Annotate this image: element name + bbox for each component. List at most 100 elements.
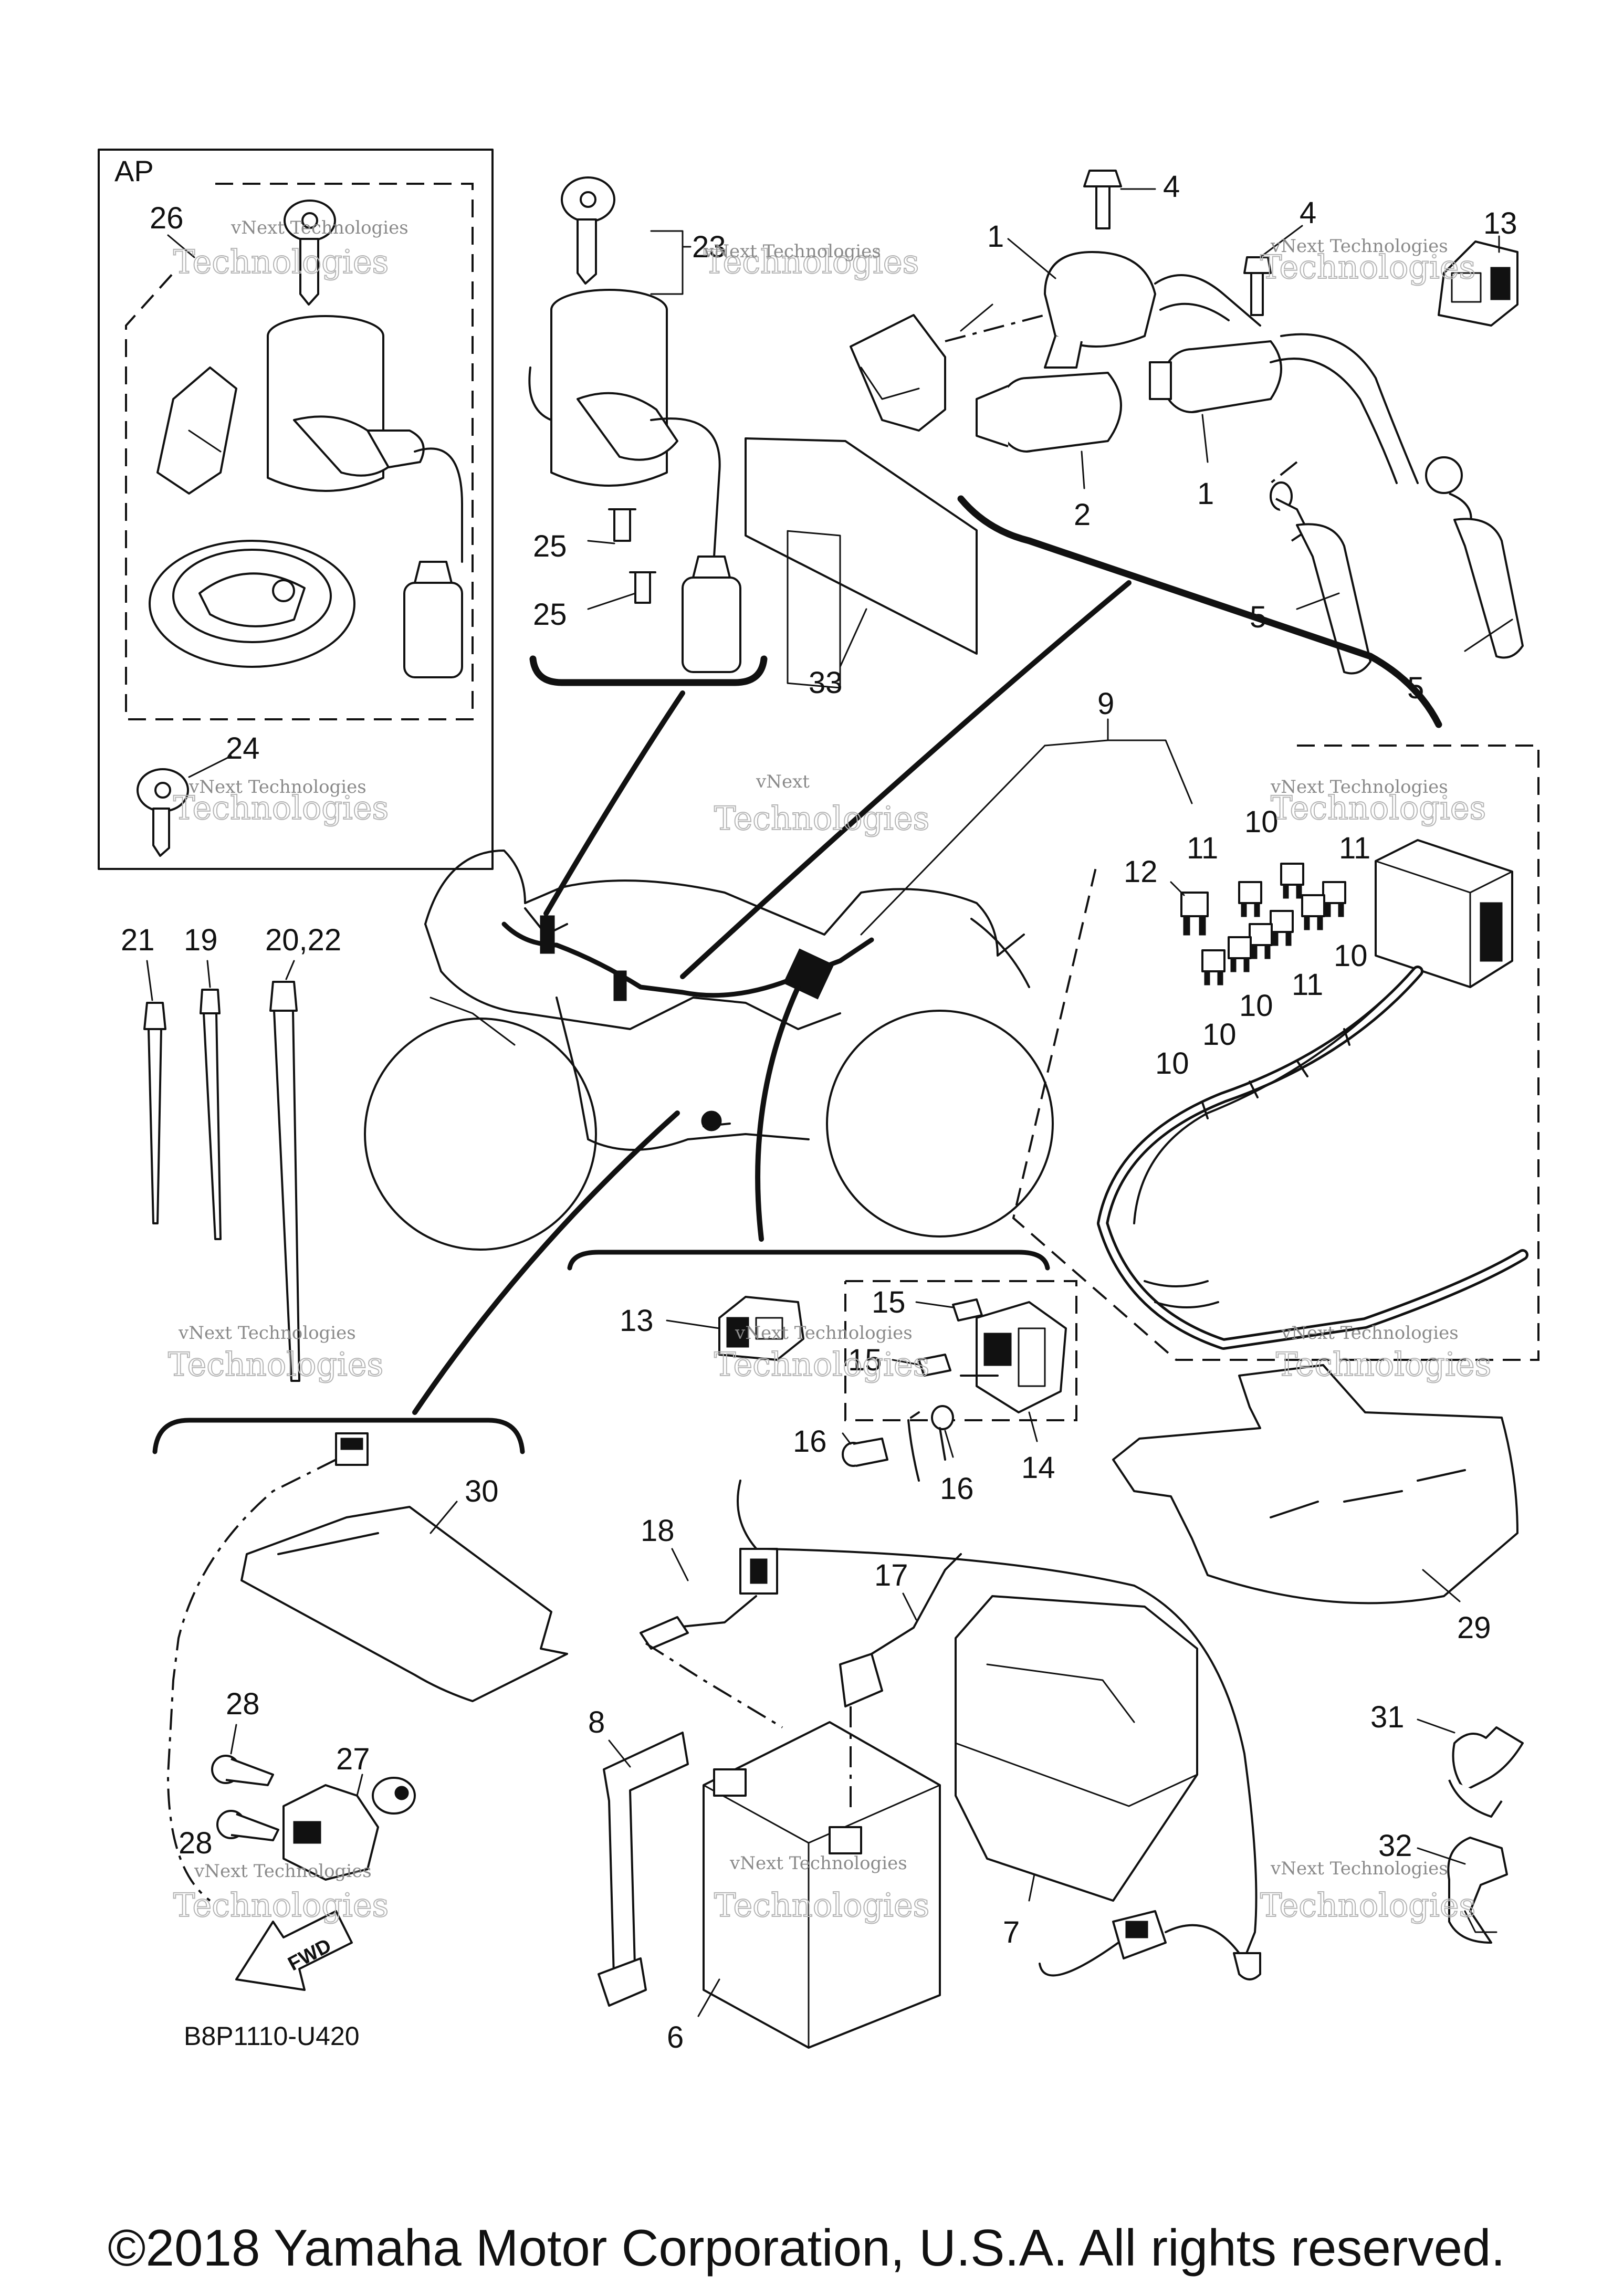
callout-7: 7	[1003, 1915, 1020, 1949]
ignition-coil-2	[850, 314, 1122, 453]
screw-part-28-b	[216, 1810, 279, 1841]
battery-lead-18	[640, 1480, 783, 1728]
callout-10-c: 10	[1239, 989, 1273, 1023]
watermark: vNext Technologies	[194, 1861, 372, 1882]
copyright-notice: ©2018 Yamaha Motor Corporation, U.S.A. A…	[108, 2219, 1505, 2277]
fuse-11-c	[1270, 910, 1294, 946]
starter-relay-group: 13 15 15 14 16 16	[567, 1250, 1077, 1506]
bolt-part-16-a	[842, 1438, 888, 1467]
watermark: vNext Technologies	[735, 1323, 913, 1344]
battery-band-8	[598, 1732, 689, 2007]
watermark: vNext Technologies	[1270, 1858, 1448, 1879]
motorcycle-silhouette	[364, 850, 1054, 1251]
watermark: vNext Technologies	[729, 1853, 907, 1874]
watermark-big: Technologies	[704, 243, 919, 281]
callout-9: 9	[1097, 687, 1114, 721]
watermark-big: Technologies	[173, 789, 389, 827]
callout-24: 24	[226, 731, 260, 766]
watermark-big: Technologies	[1260, 248, 1475, 286]
main-switch-assembly-ap	[267, 315, 463, 678]
watermark-big: Technologies	[173, 1886, 389, 1924]
callout-33: 33	[809, 666, 843, 700]
watermark-big: Technologies	[714, 1345, 929, 1383]
battery-group: 6 8 7 18	[588, 1480, 1261, 2054]
screw-part-28-a	[211, 1755, 274, 1786]
callout-21: 21	[121, 923, 155, 957]
callout-11-b: 11	[1339, 831, 1370, 865]
fuse-15-b	[918, 1354, 951, 1377]
main-switch-lock	[528, 289, 741, 673]
plate-29	[1112, 1364, 1518, 1605]
callout-4-b: 4	[1300, 196, 1316, 230]
ignition-coil-1-top	[1044, 251, 1261, 369]
callout-28-a: 28	[226, 1687, 260, 1721]
callout-4-a: 4	[1163, 170, 1180, 204]
sensor-group: 27 28 28 FWD B8P1110-U420	[152, 1418, 525, 2051]
callout-14: 14	[1021, 1451, 1055, 1485]
callout-5-b: 5	[1407, 671, 1424, 705]
watermark-big: Technologies	[168, 1345, 383, 1383]
battery-6	[703, 1721, 941, 2049]
cable-tie-20-22	[269, 981, 300, 1382]
cable-ties-group: 21 19 20,22	[121, 923, 341, 1382]
watermark-big: Technologies	[1276, 1345, 1491, 1383]
bolt-part-4-a	[1083, 170, 1122, 229]
callout-11-c: 11	[1292, 968, 1323, 1002]
cable-tie-21	[143, 1002, 166, 1224]
callout-1-a: 1	[987, 219, 1004, 254]
callout-16-a: 16	[793, 1424, 827, 1459]
callout-19: 19	[184, 923, 218, 957]
watermark: vNext Technologies	[703, 241, 881, 262]
callout-6: 6	[667, 2020, 684, 2054]
callout-31: 31	[1370, 1700, 1405, 1734]
sensor-27	[282, 1777, 416, 1881]
inset-ap-label: AP	[114, 154, 154, 187]
callout-15-a: 15	[872, 1285, 906, 1319]
callout-1-b: 1	[1197, 477, 1214, 511]
callout-30: 30	[465, 1474, 499, 1508]
callout-25-a: 25	[533, 529, 567, 563]
callout-10-b: 10	[1334, 939, 1368, 973]
fuse-10-b	[1301, 894, 1325, 930]
switch-part-ap	[156, 366, 237, 495]
callout-17: 17	[874, 1558, 908, 1592]
callout-16-b: 16	[940, 1472, 974, 1506]
watermark: vNext Technologies	[188, 777, 366, 798]
callout-15-b: 15	[848, 1343, 882, 1377]
plug-cap-5-a	[1270, 481, 1371, 675]
ignition-coil-1-lower	[1149, 333, 1419, 484]
plug-cap-5-b	[1425, 456, 1524, 659]
main-switch-group: 23 25 25	[528, 176, 768, 686]
caution-label-33: 33	[745, 437, 978, 700]
callout-12: 12	[1124, 855, 1158, 889]
watermark: vNext Technologies	[1270, 777, 1448, 798]
drawing-code: B8P1110-U420	[184, 2021, 360, 2051]
fuse-10-e	[1201, 949, 1226, 986]
relay-part-13-lower	[718, 1296, 804, 1361]
screw-part-25	[608, 508, 656, 604]
battery-lead-17	[839, 1553, 962, 1811]
callout-10-d: 10	[1202, 1018, 1237, 1052]
callout-32: 32	[1378, 1829, 1412, 1863]
callout-29: 29	[1457, 1611, 1491, 1645]
watermark: vNext Technologies	[178, 1323, 356, 1344]
callout-20-22: 20,22	[265, 923, 341, 957]
key-part-23	[561, 176, 615, 285]
key-part-26	[284, 200, 336, 306]
callout-11-a: 11	[1187, 831, 1218, 865]
watermark-big: Technologies	[714, 799, 929, 837]
watermark: vNext Technologies	[1270, 236, 1448, 257]
inset-ap-key-set: AP	[98, 149, 494, 870]
watermark-big: Technologies	[714, 1886, 929, 1924]
fuse-10-a	[1280, 863, 1304, 899]
bolt-part-4-b	[1243, 256, 1272, 316]
relay-part-13-top	[1438, 240, 1518, 327]
callout-18: 18	[641, 1514, 675, 1548]
watermark-big: Technologies	[173, 243, 389, 281]
watermark: vNext Technologies	[231, 217, 409, 238]
callout-8: 8	[588, 1705, 605, 1739]
wire-harness-group: 9	[860, 687, 1539, 1361]
fuse-11-a	[1238, 881, 1262, 917]
battery-case-7	[955, 1595, 1198, 1902]
bolt-part-16-b	[931, 1405, 954, 1461]
